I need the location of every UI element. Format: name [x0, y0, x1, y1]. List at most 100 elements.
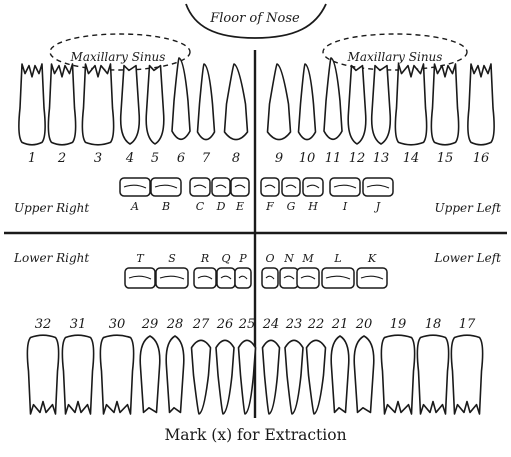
tooth-19[interactable]	[381, 335, 414, 414]
tooth-number-23: 23	[285, 317, 303, 332]
primary-tooth-G[interactable]	[282, 178, 300, 196]
primary-label-T: T	[136, 252, 145, 265]
primary-label-G: G	[287, 200, 296, 213]
sinus-left-label: Maxillary Sinus	[347, 50, 443, 64]
tooth-number-3: 3	[94, 151, 102, 166]
tooth-15[interactable]	[431, 64, 458, 145]
tooth-24[interactable]	[263, 340, 280, 414]
tooth-number-27: 27	[192, 317, 210, 332]
quadrant-lower-left: Lower Left	[434, 251, 502, 265]
tooth-number-13: 13	[373, 151, 390, 166]
primary-tooth-R[interactable]	[194, 268, 216, 288]
primary-tooth-H[interactable]	[303, 178, 323, 196]
primary-tooth-M[interactable]	[297, 268, 319, 288]
tooth-number-10: 10	[299, 151, 316, 166]
tooth-17[interactable]	[451, 335, 482, 414]
tooth-32[interactable]	[27, 335, 58, 414]
tooth-number-7: 7	[202, 151, 211, 166]
sinus-right-label: Maxillary Sinus	[70, 50, 166, 64]
primary-label-O: O	[265, 252, 274, 265]
tooth-number-28: 28	[166, 317, 184, 332]
tooth-10[interactable]	[299, 64, 316, 140]
upper-primary-teeth: A B CDE FGH I J	[120, 178, 393, 213]
tooth-27[interactable]	[192, 340, 211, 414]
primary-label-N: N	[283, 252, 294, 265]
primary-tooth-P[interactable]	[235, 268, 251, 288]
primary-label-D: D	[216, 200, 226, 213]
tooth-number-18: 18	[425, 317, 442, 332]
tooth-25[interactable]	[239, 340, 256, 414]
primary-label-I: I	[342, 200, 348, 213]
tooth-number-24: 24	[262, 317, 280, 332]
tooth-31[interactable]	[62, 335, 93, 414]
tooth-14[interactable]	[395, 64, 426, 145]
primary-tooth-C[interactable]	[190, 178, 210, 196]
tooth-1[interactable]	[19, 64, 45, 145]
tooth-number-32: 32	[35, 317, 52, 332]
tooth-5[interactable]	[146, 66, 164, 144]
tooth-21[interactable]	[331, 336, 349, 412]
primary-label-H: H	[307, 200, 318, 213]
primary-label-L: L	[333, 252, 341, 265]
primary-label-Q: Q	[221, 252, 230, 265]
tooth-29[interactable]	[140, 336, 160, 412]
tooth-22[interactable]	[307, 340, 326, 414]
tooth-number-31: 31	[70, 317, 87, 332]
primary-tooth-E[interactable]	[231, 178, 249, 196]
primary-label-S: S	[168, 252, 176, 265]
tooth-number-20: 20	[355, 317, 373, 332]
tooth-number-16: 16	[473, 151, 490, 166]
tooth-4[interactable]	[121, 66, 140, 144]
tooth-number-14: 14	[403, 151, 420, 166]
tooth-7[interactable]	[198, 64, 215, 140]
tooth-11[interactable]	[324, 58, 342, 139]
primary-tooth-Q[interactable]	[217, 268, 235, 288]
primary-tooth-O[interactable]	[262, 268, 278, 288]
tooth-number-9: 9	[275, 151, 283, 166]
primary-label-C: C	[196, 200, 205, 213]
tooth-6[interactable]	[172, 58, 190, 139]
tooth-number-4: 4	[125, 151, 134, 166]
tooth-number-5: 5	[151, 151, 159, 166]
tooth-30[interactable]	[100, 335, 133, 414]
tooth-number-12: 12	[349, 151, 366, 166]
tooth-12[interactable]	[348, 66, 366, 144]
quadrant-upper-left: Upper Left	[435, 201, 502, 215]
tooth-number-17: 17	[459, 317, 476, 332]
tooth-number-30: 30	[109, 317, 126, 332]
primary-tooth-D[interactable]	[212, 178, 230, 196]
tooth-23[interactable]	[285, 340, 303, 414]
tooth-26[interactable]	[216, 340, 234, 414]
primary-label-F: F	[265, 200, 274, 213]
tooth-number-6: 6	[177, 151, 185, 166]
primary-tooth-N[interactable]	[280, 268, 298, 288]
primary-label-K: K	[367, 252, 377, 265]
tooth-8[interactable]	[225, 64, 248, 140]
tooth-number-26: 26	[216, 317, 234, 332]
tooth-18[interactable]	[417, 335, 448, 414]
primary-label-P: P	[238, 252, 247, 265]
tooth-number-19: 19	[390, 317, 407, 332]
tooth-number-29: 29	[141, 317, 159, 332]
primary-label-E: E	[235, 200, 244, 213]
tooth-number-2: 2	[57, 151, 66, 166]
quadrant-upper-right: Upper Right	[14, 201, 89, 215]
tooth-28[interactable]	[166, 336, 184, 412]
primary-label-R: R	[200, 252, 209, 265]
primary-label-B: B	[161, 200, 170, 213]
tooth-number-8: 8	[232, 151, 240, 166]
tooth-9[interactable]	[268, 64, 291, 140]
tooth-3[interactable]	[82, 64, 113, 145]
tooth-13[interactable]	[372, 66, 391, 144]
tooth-20[interactable]	[354, 336, 374, 412]
primary-label-J: J	[374, 200, 381, 213]
primary-tooth-F[interactable]	[261, 178, 279, 196]
tooth-number-25: 25	[238, 317, 256, 332]
tooth-number-1: 1	[28, 151, 36, 166]
primary-label-A: A	[130, 200, 139, 213]
tooth-number-22: 22	[307, 317, 325, 332]
tooth-2[interactable]	[48, 64, 75, 145]
tooth-16[interactable]	[468, 64, 494, 145]
